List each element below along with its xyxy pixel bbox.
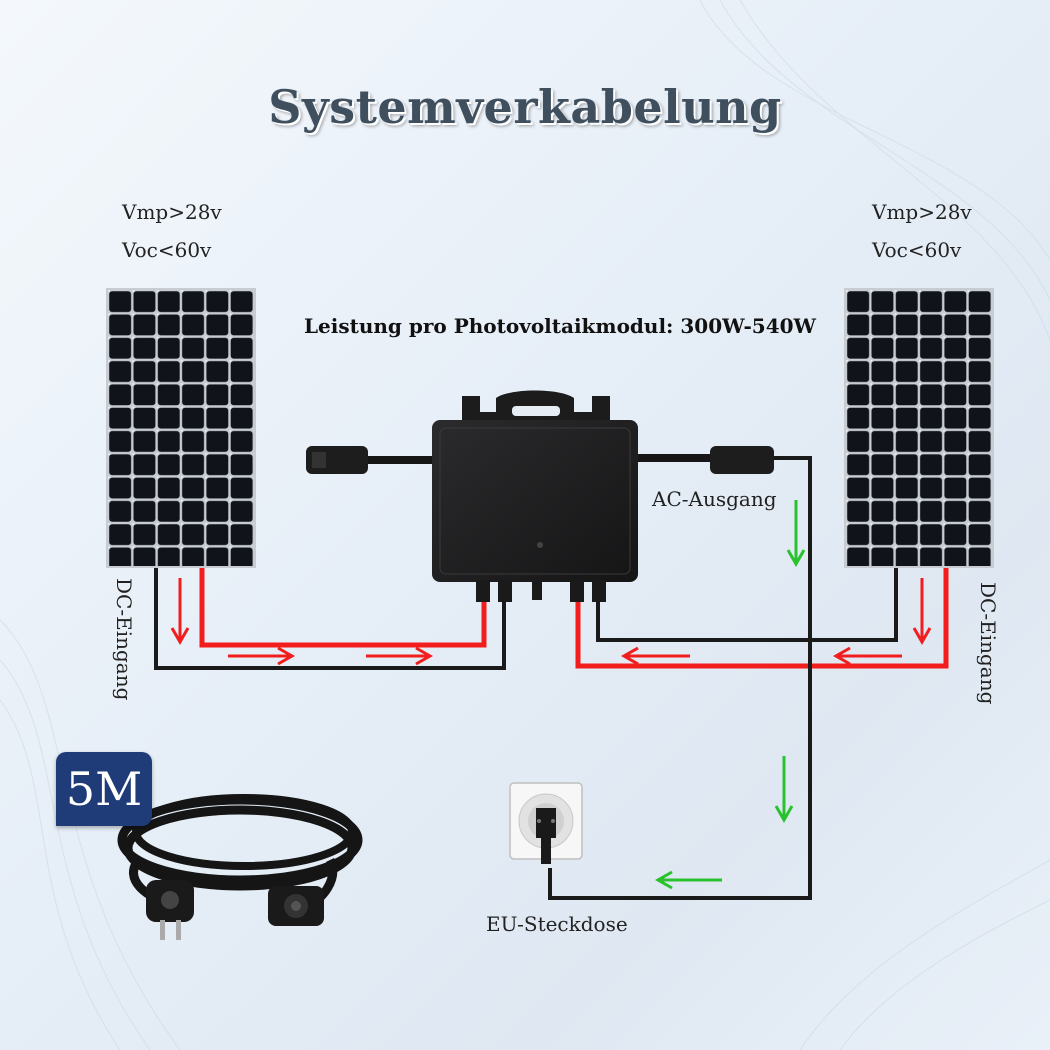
right-solar-panel (844, 288, 994, 568)
page-title: Systemverkabelung (268, 80, 782, 134)
ac-output-label: AC-Ausgang (652, 487, 777, 511)
micro-inverter (306, 390, 774, 602)
left-vmp-spec: Vmp>28v (122, 200, 222, 224)
right-vmp-spec: Vmp>28v (872, 200, 972, 224)
schuko-plug-icon (146, 880, 194, 940)
dc-flow-arrows (170, 578, 932, 666)
left-dc-input-label: DC-Eingang (112, 578, 136, 701)
cable-length-badge: 5M (56, 752, 152, 826)
left-voc-spec: Voc<60v (122, 238, 212, 262)
power-rating: Leistung pro Photovoltaikmodul: 300W-540… (303, 314, 817, 338)
socket-label: EU-Steckdose (486, 912, 628, 936)
right-dc-wiring (575, 568, 949, 669)
left-dc-wiring (154, 568, 506, 670)
ac-connector-icon (268, 886, 324, 926)
right-dc-input-label: DC-Eingang (976, 582, 1000, 705)
left-solar-panel (106, 288, 256, 568)
ac-flow-arrows (654, 500, 806, 890)
right-voc-spec: Voc<60v (872, 238, 962, 262)
ac-wiring (548, 456, 812, 900)
eu-socket-icon (509, 782, 583, 864)
